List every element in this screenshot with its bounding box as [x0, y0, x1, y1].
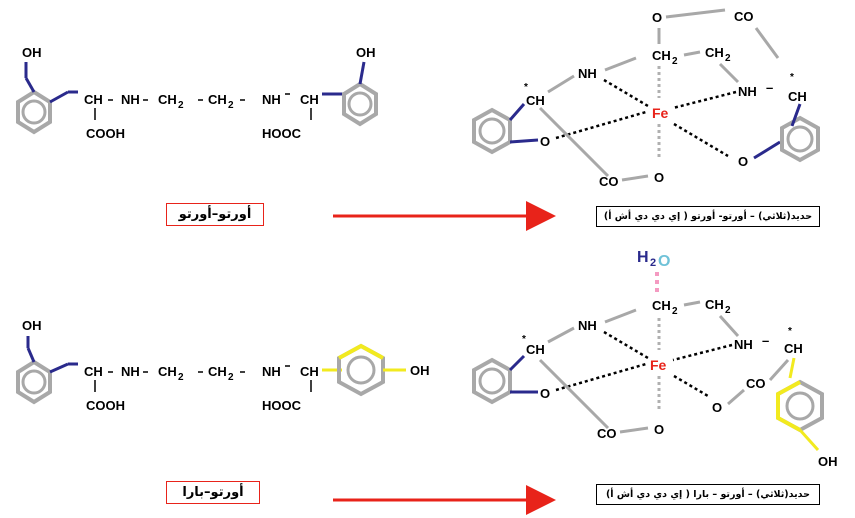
- top-nh-left: NH: [578, 66, 597, 81]
- water-o: O: [658, 253, 670, 270]
- bottom-left-ch: CH: [84, 364, 103, 379]
- svg-text:2: 2: [178, 372, 184, 383]
- svg-text:2: 2: [650, 257, 656, 269]
- bottom-o-left: O: [540, 386, 550, 401]
- svg-text:CH: CH: [652, 48, 671, 63]
- svg-text:2: 2: [672, 306, 678, 317]
- bottom-co-lower: CO: [597, 426, 617, 441]
- svg-text:2: 2: [725, 53, 731, 64]
- top-right-ch: CH: [300, 92, 319, 107]
- svg-text:–: –: [762, 333, 769, 348]
- top-fe-atom: Fe: [652, 105, 669, 121]
- top-o-upper: O: [652, 10, 662, 25]
- bottom-right-ch: CH: [300, 364, 319, 379]
- svg-text:CH: CH: [652, 298, 671, 313]
- top-ch-left: CH: [526, 93, 545, 108]
- water-h: H: [637, 249, 649, 266]
- top-chiral-star-right: *: [790, 72, 794, 83]
- bottom-para-oh: OH: [410, 363, 430, 378]
- svg-text:–: –: [766, 80, 773, 95]
- bottom-ch-right: CH: [784, 341, 803, 356]
- svg-text:2: 2: [228, 100, 234, 111]
- bottom-left-nh: NH: [121, 364, 140, 379]
- bottom-left-cooh: COOH: [86, 398, 125, 413]
- bottom-o-lower: O: [654, 422, 664, 437]
- top-left-nh: NH: [121, 92, 140, 107]
- svg-text:CH: CH: [158, 92, 177, 107]
- svg-text:2: 2: [672, 56, 678, 67]
- top-right-benzene-ring: [342, 81, 378, 127]
- bottom-complex-label: حديد(ثلاثي) – أورتو – بارا ( إي دي دي أش…: [596, 484, 820, 505]
- bottom-nh-left: NH: [578, 318, 597, 333]
- svg-text:CH: CH: [705, 297, 724, 312]
- top-o-left: O: [540, 134, 550, 149]
- svg-text:CH: CH: [705, 45, 724, 60]
- svg-text:2: 2: [178, 100, 184, 111]
- svg-text:CH: CH: [158, 364, 177, 379]
- top-complex-label: حديد(ثلاثي) – أورتو- أورتو ( إي دي دي أش…: [596, 206, 820, 227]
- bottom-ligand-label: أورتو–بارا: [166, 481, 260, 504]
- top-chiral-star-left: *: [524, 82, 528, 93]
- top-right-hooc: HOOC: [262, 126, 302, 141]
- bottom-chiral-star-right: *: [788, 326, 792, 337]
- svg-text:2: 2: [228, 372, 234, 383]
- bottom-left-oh: OH: [22, 318, 42, 333]
- bottom-chiral-star-left: *: [522, 334, 526, 345]
- bottom-co-right: CO: [746, 376, 766, 391]
- top-nh-right: NH: [738, 84, 757, 99]
- top-left-oh: OH: [22, 45, 42, 60]
- svg-text:CH: CH: [208, 92, 227, 107]
- bottom-nh-right: NH: [734, 337, 753, 352]
- bottom-complex-para-oh: OH: [818, 454, 838, 469]
- top-right-nh: NH: [262, 92, 281, 107]
- svg-text:CH: CH: [208, 364, 227, 379]
- bottom-fe-atom: Fe: [650, 357, 667, 373]
- svg-text:2: 2: [725, 305, 731, 316]
- bottom-o-right: O: [712, 400, 722, 415]
- bottom-right-hooc: HOOC: [262, 398, 302, 413]
- top-ch-right: CH: [788, 89, 807, 104]
- bottom-right-nh: NH: [262, 364, 281, 379]
- top-left-ch: CH: [84, 92, 103, 107]
- top-left-cooh: COOH: [86, 126, 125, 141]
- top-complex-right-ring: [780, 115, 820, 163]
- bottom-ch-left: CH: [526, 342, 545, 357]
- top-ligand-label: أورتو–أورتو: [166, 203, 264, 226]
- top-o-right: O: [738, 154, 748, 169]
- top-co-upper: CO: [734, 9, 754, 24]
- top-right-oh: OH: [356, 45, 376, 60]
- top-o-lower: O: [654, 170, 664, 185]
- top-co-lower: CO: [599, 174, 619, 189]
